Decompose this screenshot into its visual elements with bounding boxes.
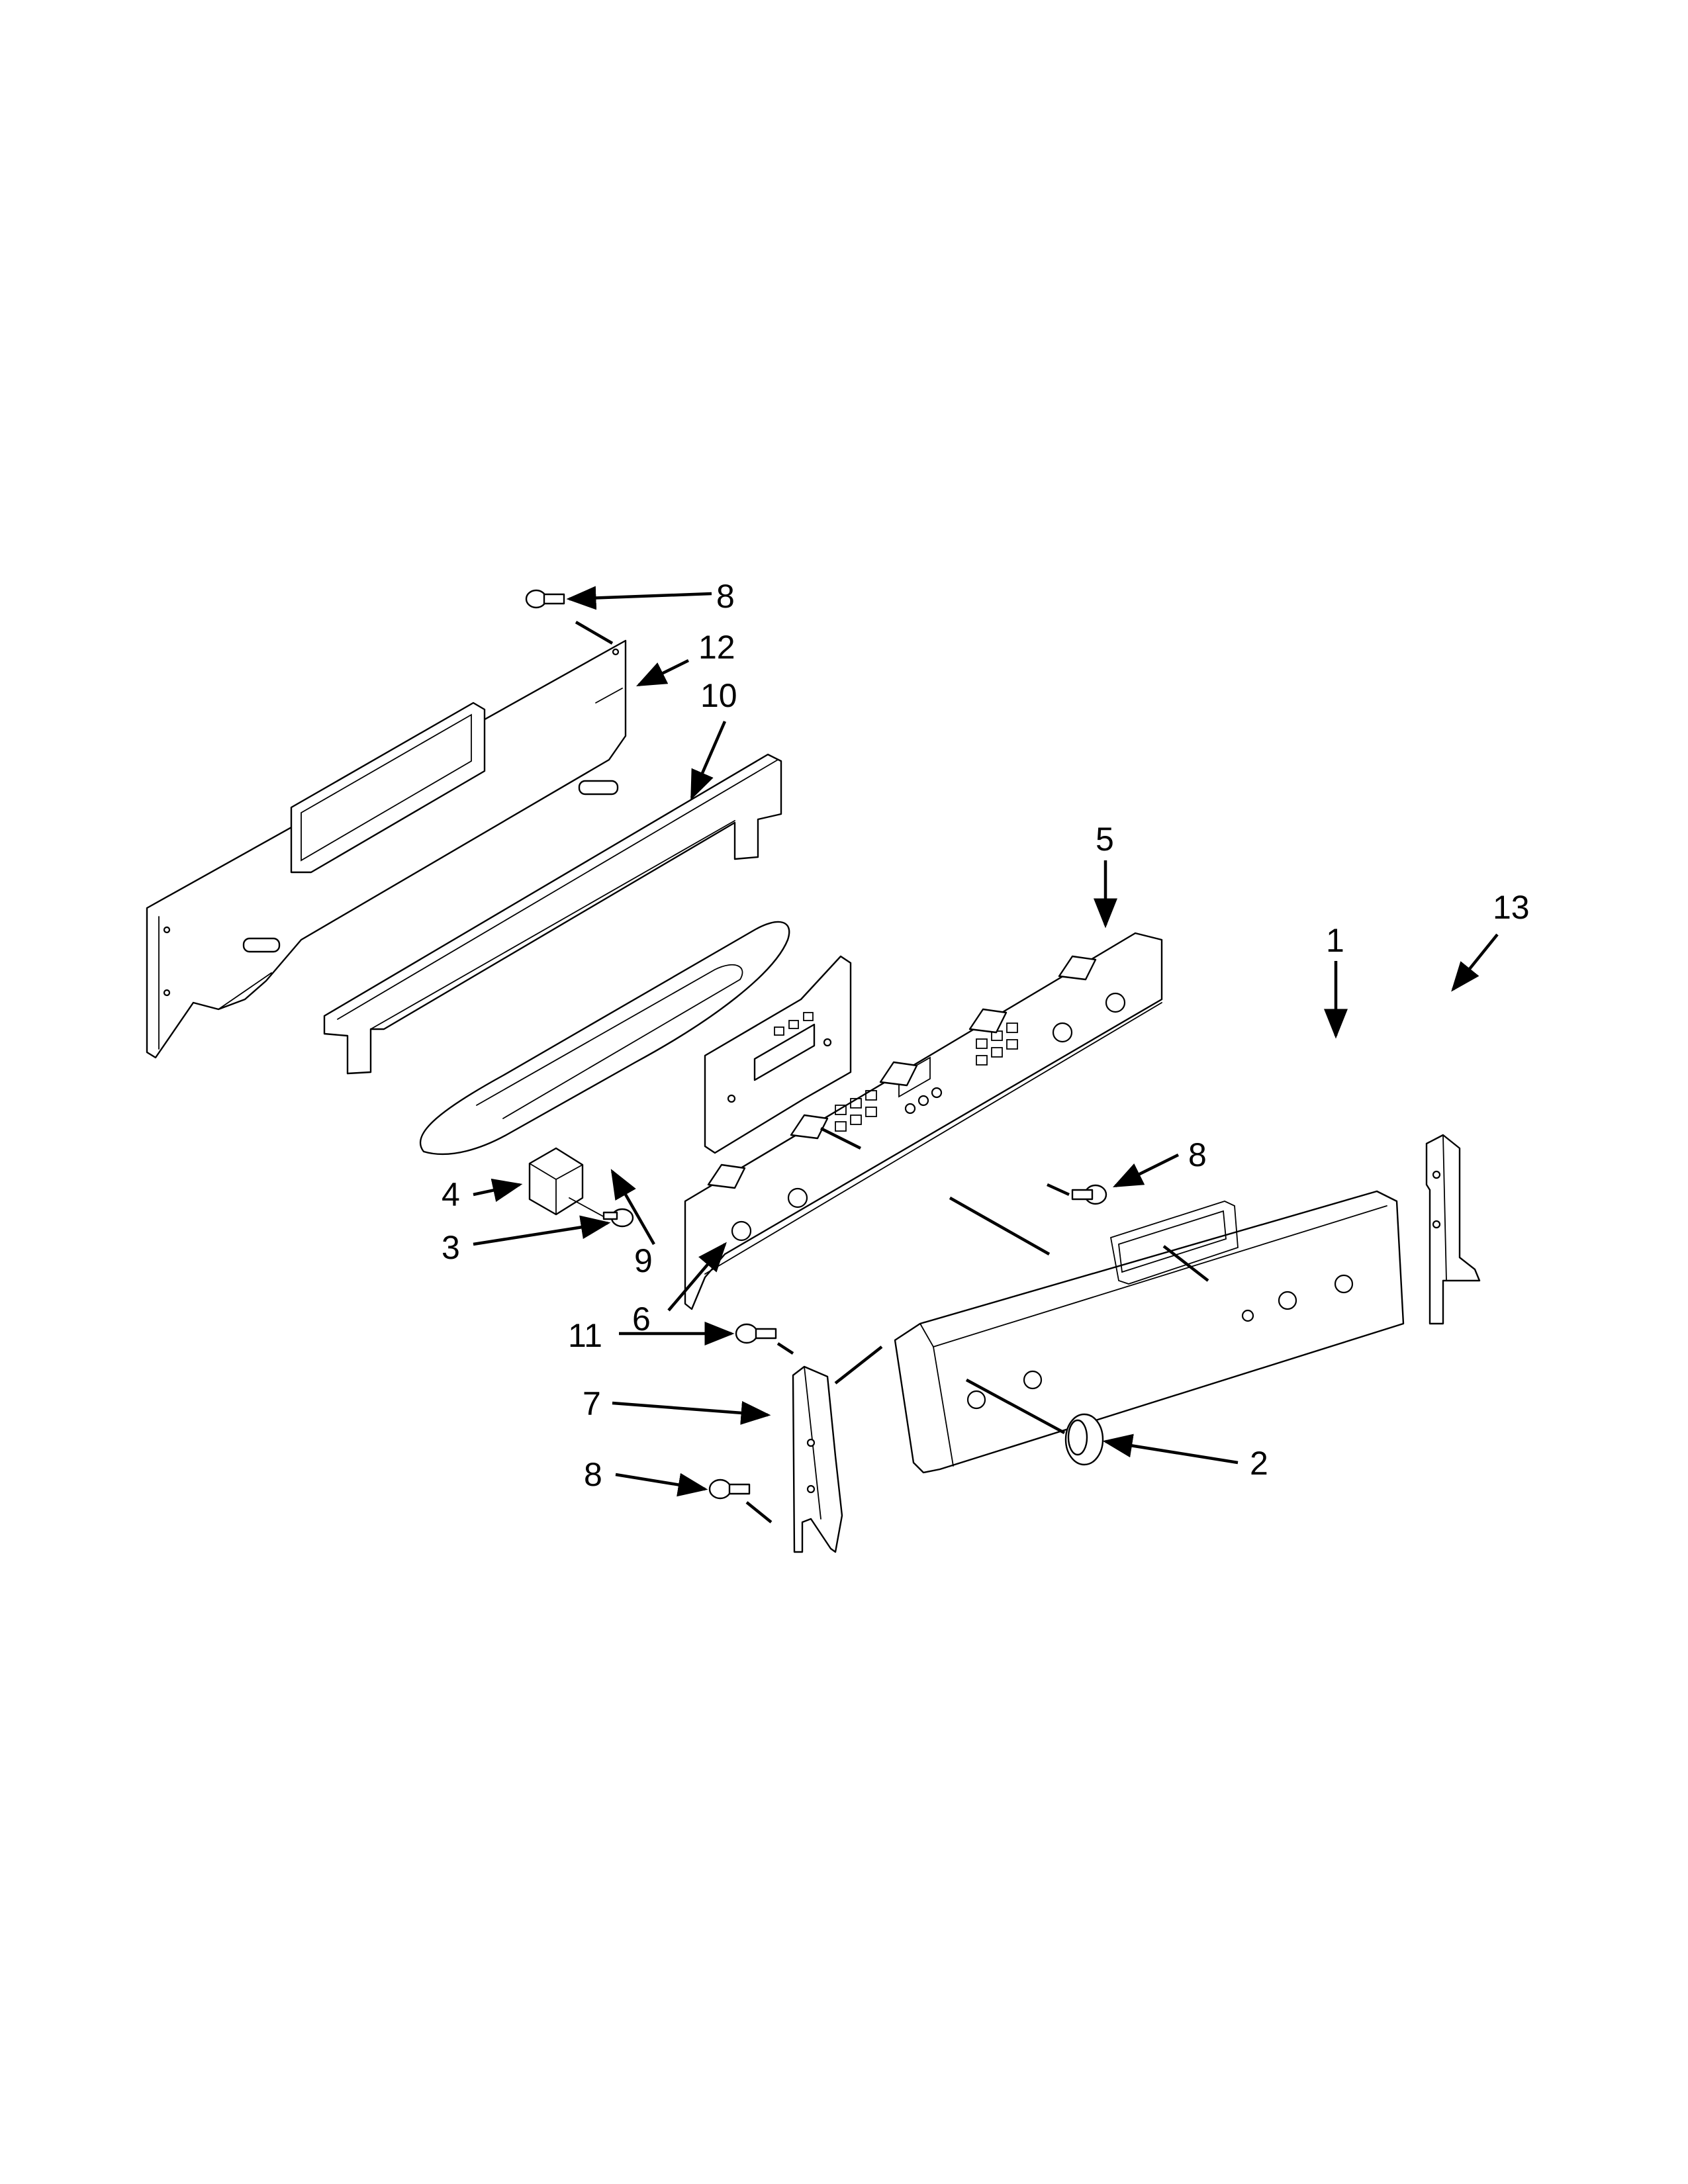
explosion-lines (575, 621, 1209, 1524)
screw-part-8-bottom (708, 1479, 751, 1500)
callout-2: 2 (1250, 1445, 1268, 1482)
part-6-control-board (704, 955, 852, 1154)
callout-3: 3 (442, 1229, 460, 1266)
part-2-knob (1064, 1413, 1104, 1466)
callout-13: 13 (1493, 889, 1530, 926)
part-10-bracket-bar (323, 753, 782, 1075)
callout-12: 12 (698, 629, 735, 666)
callout-labels: 8 12 10 5 13 1 8 9 6 4 3 11 7 8 2 (442, 578, 1530, 1493)
callout-8-middle: 8 (1188, 1136, 1207, 1173)
screw-part-8-top (525, 589, 565, 609)
part-13-right-bracket (1425, 1134, 1481, 1325)
callout-11: 11 (568, 1317, 602, 1354)
screw-part-8-middle (1071, 1184, 1107, 1205)
leader-arrows (473, 586, 1499, 1497)
part-7-left-bracket (792, 1365, 843, 1553)
callout-6: 6 (632, 1300, 651, 1338)
callout-1: 1 (1326, 922, 1344, 959)
console-mount-tabs (707, 955, 1097, 1189)
callout-7: 7 (583, 1385, 601, 1422)
callout-4: 4 (442, 1176, 460, 1213)
part-12-rear-shield (146, 639, 627, 1059)
part-9-end-trim (420, 921, 790, 1156)
callout-9: 9 (634, 1242, 653, 1279)
part-1-front-console (894, 1190, 1405, 1474)
screw-part-11 (735, 1323, 777, 1344)
callout-8-bottom: 8 (584, 1456, 602, 1493)
callout-8-top: 8 (716, 578, 735, 615)
console-buttons (835, 1023, 1018, 1132)
screw-part-3 (602, 1208, 634, 1228)
part-4-switch (528, 1147, 606, 1218)
callout-5: 5 (1096, 821, 1114, 858)
callout-10: 10 (700, 677, 737, 714)
